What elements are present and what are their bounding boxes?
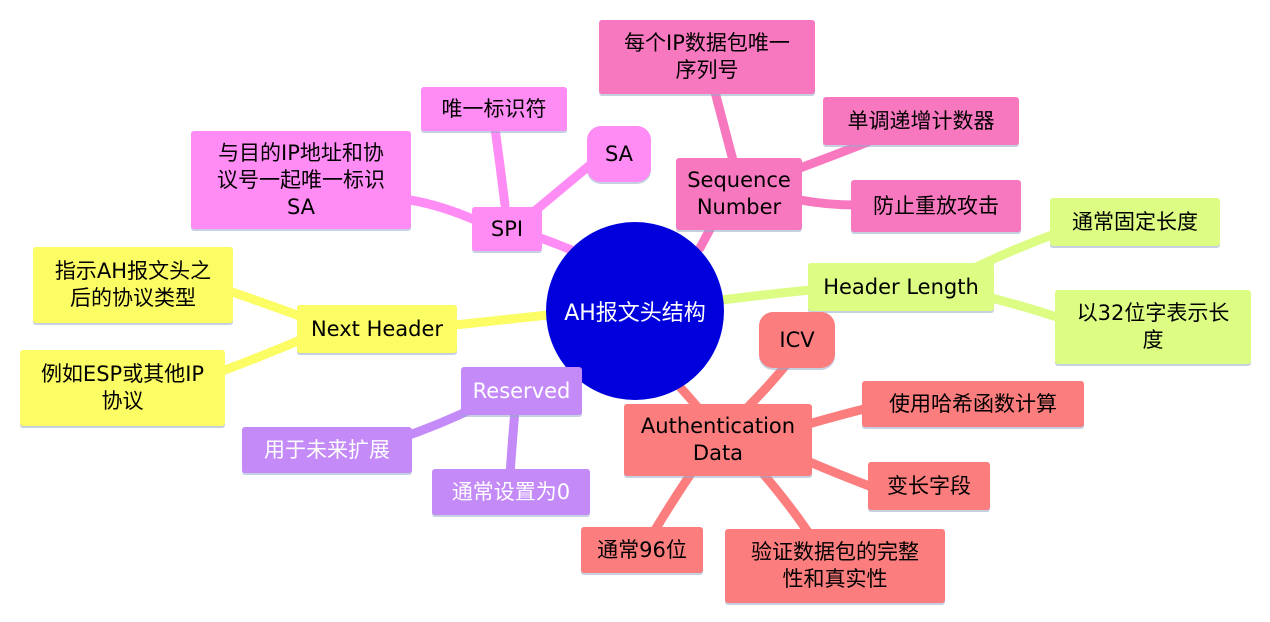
next-header-esp-node: 例如ESP或其他IP 协议 xyxy=(20,350,225,426)
sequence-unique-node: 每个IP数据包唯一 序列号 xyxy=(599,20,815,94)
auth-96bit-node: 通常96位 xyxy=(581,527,703,573)
auth-icv-node: ICV xyxy=(759,312,835,368)
spi-sa-node: SA xyxy=(587,126,651,182)
reserved-future-node: 用于未来扩展 xyxy=(242,427,412,473)
reserved-node: Reserved xyxy=(461,367,582,415)
auth-integrity-node: 验证数据包的完整 性和真实性 xyxy=(725,529,945,603)
auth-variable-node: 变长字段 xyxy=(868,462,990,510)
next-header-protocol-node: 指示AH报文头之 后的协议类型 xyxy=(33,247,233,323)
sequence-anti-replay-node: 防止重放攻击 xyxy=(851,180,1021,232)
sequence-number-node: Sequence Number xyxy=(676,158,802,230)
auth-hash-node: 使用哈希函数计算 xyxy=(862,381,1084,427)
spi-node: SPI xyxy=(472,207,542,251)
central-topic: AH报文头结构 xyxy=(546,222,724,400)
spi-sa-identify-node: 与目的IP地址和协 议号一起唯一标识 SA xyxy=(191,131,411,229)
header-length-fixed-node: 通常固定长度 xyxy=(1050,198,1220,246)
reserved-zero-node: 通常设置为0 xyxy=(432,469,590,515)
spi-unique-id-node: 唯一标识符 xyxy=(421,87,567,131)
header-length-32bit-node: 以32位字表示长 度 xyxy=(1055,290,1251,364)
authentication-data-node: Authentication Data xyxy=(624,404,812,476)
sequence-counter-node: 单调递增计数器 xyxy=(823,97,1019,145)
next-header-node: Next Header xyxy=(297,305,457,353)
header-length-node: Header Length xyxy=(808,263,994,311)
